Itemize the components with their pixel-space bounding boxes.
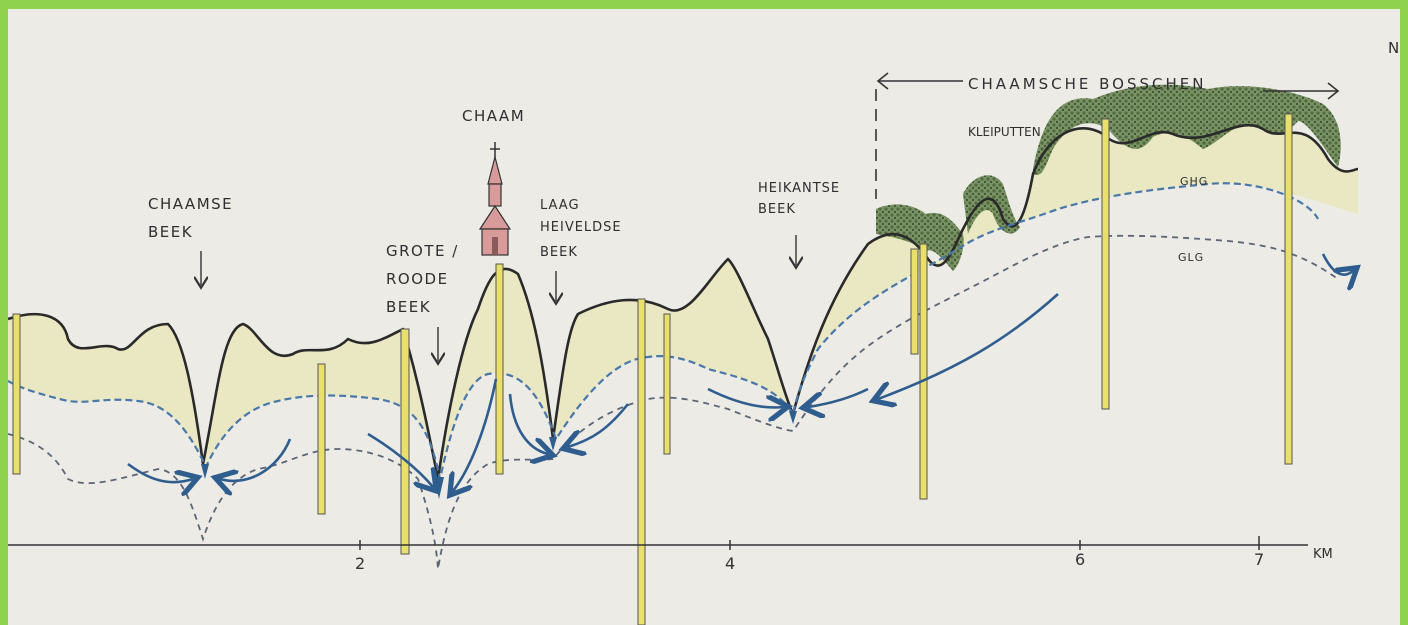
well [12, 313, 21, 475]
flow-arrows [127, 253, 1353, 491]
label-arrows [201, 235, 796, 361]
flow-arrow [508, 393, 548, 454]
well [1284, 113, 1293, 465]
well [400, 328, 410, 555]
sand-layer [8, 125, 1358, 479]
bosschen-extent [875, 72, 1340, 199]
wells-group [12, 113, 1293, 625]
flow-arrow [220, 438, 292, 481]
label-chaamsche-bosschen: CHAAMSCHE BOSSCHEN [968, 75, 1206, 93]
axis-ticks [359, 536, 1260, 550]
well [663, 313, 671, 455]
label-chaamse-beek-1: CHAAMSE [148, 195, 233, 213]
well [1101, 118, 1110, 410]
axis-unit: KM [1313, 547, 1333, 562]
stream-chaamse-beek [201, 464, 209, 479]
flow-arrow [707, 387, 783, 407]
flow-arrow [127, 462, 193, 482]
flow-arrow [367, 432, 433, 487]
flow-arrow [808, 387, 869, 407]
label-glg: GLG [1178, 251, 1204, 264]
church-icon [478, 142, 512, 256]
label-heikantse-2: BEEK [758, 202, 796, 217]
tick-4: 4 [725, 554, 735, 573]
well [637, 298, 646, 625]
flow-arrow [568, 403, 630, 447]
label-chaamse-beek-2: BEEK [148, 223, 193, 241]
label-chaam: CHAAM [462, 107, 525, 125]
label-laag-heiveldse-2: HEIVELDSE [540, 220, 622, 235]
well [910, 248, 919, 355]
forest-patch [963, 175, 1020, 234]
well [495, 263, 504, 475]
streams [201, 411, 797, 499]
label-laag-heiveldse-3: BEEK [540, 245, 578, 260]
label-north: N [1388, 39, 1400, 57]
flow-arrow [453, 378, 498, 491]
well [317, 363, 326, 515]
stream-laag-heiveldse-beek [549, 437, 557, 451]
label-laag-heiveldse-1: LAAG [540, 198, 580, 213]
stream-grote-roode-beek [434, 477, 444, 499]
label-grote-roode-1: GROTE / [386, 242, 459, 260]
flow-arrow [878, 293, 1059, 399]
glg-line [8, 234, 1339, 570]
label-grote-roode-2: ROODE [386, 270, 449, 288]
label-kleiputten: KLEIPUTTEN [968, 125, 1041, 139]
terrain-surface [8, 123, 1359, 481]
diagram-frame: CHAAMSE BEEK GROTE / ROODE BEEK CHAAM LA… [8, 9, 1400, 625]
label-heikantse-1: HEIKANTSE [758, 181, 840, 196]
tick-6: 6 [1075, 550, 1085, 569]
hydrology-cross-section: CHAAMSE BEEK GROTE / ROODE BEEK CHAAM LA… [8, 39, 1400, 625]
label-grote-roode-3: BEEK [386, 298, 431, 316]
label-ghg: GHG [1180, 175, 1208, 188]
tick-7: 7 [1254, 550, 1264, 569]
flow-arrow [1321, 253, 1353, 275]
tick-2: 2 [355, 554, 365, 573]
stream-heikantse-beek [789, 411, 797, 424]
forest-patch [1033, 84, 1341, 175]
forest-patch [876, 204, 964, 271]
well [919, 243, 928, 500]
